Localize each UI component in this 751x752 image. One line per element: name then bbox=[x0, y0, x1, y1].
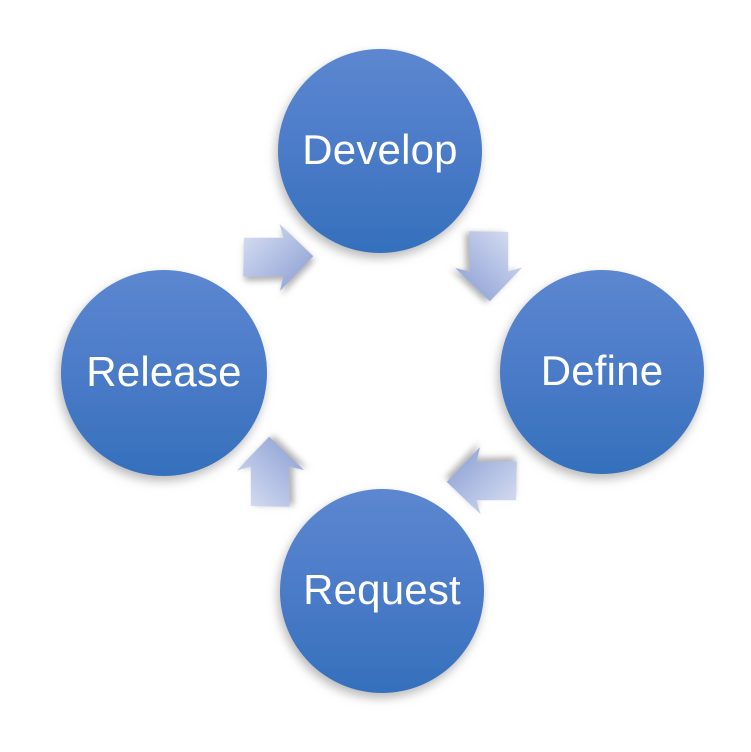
arrow-define-to-request bbox=[446, 435, 536, 526]
arrow-request-to-release bbox=[225, 436, 316, 526]
node-release-label: Release bbox=[86, 348, 242, 395]
node-release[interactable]: Release bbox=[61, 270, 267, 476]
node-define-circle[interactable] bbox=[500, 270, 704, 474]
node-develop-circle[interactable] bbox=[278, 49, 482, 253]
node-define[interactable]: Define bbox=[500, 270, 704, 474]
node-develop-label: Develop bbox=[302, 126, 458, 173]
node-request[interactable]: Request bbox=[280, 489, 484, 693]
arrow-group bbox=[224, 212, 536, 526]
arrow-release-to-develop bbox=[224, 212, 314, 303]
node-request-circle[interactable] bbox=[280, 489, 484, 693]
node-define-label: Define bbox=[541, 347, 664, 394]
node-group: Develop Define Request Release bbox=[61, 49, 704, 693]
node-request-label: Request bbox=[303, 566, 461, 613]
node-develop[interactable]: Develop bbox=[278, 49, 482, 253]
arrow-develop-to-define bbox=[443, 212, 534, 302]
node-release-circle[interactable] bbox=[61, 270, 267, 476]
